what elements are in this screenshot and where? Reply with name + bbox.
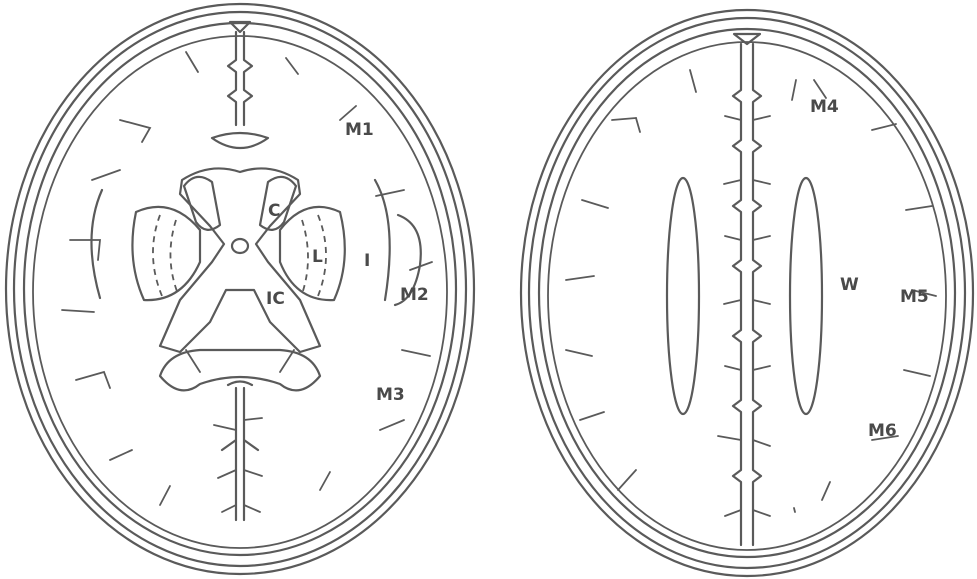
right-dura	[539, 29, 955, 557]
right-brain-slice: M4 W M5 M6	[521, 10, 973, 576]
label-m5: M5	[900, 287, 929, 307]
label-m2: M2	[400, 285, 429, 305]
left-brain-slice: M1 C L I IC M2 M3	[6, 4, 474, 574]
label-l: L	[312, 247, 323, 267]
right-small-mark	[794, 508, 795, 512]
right-centrum-left	[667, 178, 699, 414]
label-m6: M6	[868, 421, 897, 441]
label-m4: M4	[810, 97, 839, 117]
left-lentiform-dash-l2	[170, 220, 178, 294]
label-i: I	[364, 251, 370, 271]
right-fissure-branches	[718, 116, 770, 516]
left-genu-cap	[212, 133, 268, 148]
label-c: C	[268, 201, 280, 221]
left-frontal-fissure-left	[228, 32, 236, 125]
left-sulci	[62, 52, 432, 505]
left-lentiform-dash-left	[153, 215, 162, 296]
label-m1: M1	[345, 120, 374, 140]
left-brain-surface	[33, 36, 447, 548]
left-lentiform-dash-r2	[302, 220, 308, 294]
label-ic: IC	[266, 289, 285, 309]
left-splenium	[160, 350, 320, 390]
left-third-ventricle	[232, 239, 248, 253]
left-occipital-branches	[214, 418, 262, 512]
left-lentiform-left	[132, 207, 200, 300]
label-w: W	[840, 275, 859, 295]
left-posterior-horn-fill	[186, 350, 294, 372]
left-frontal-fissure-right	[244, 32, 252, 125]
left-ventricles	[160, 168, 320, 352]
label-m3: M3	[376, 385, 405, 405]
right-centrum-right	[790, 178, 822, 414]
right-brain-surface	[548, 42, 946, 550]
left-occipital-fissure	[222, 382, 258, 521]
left-insula-right	[375, 180, 390, 300]
